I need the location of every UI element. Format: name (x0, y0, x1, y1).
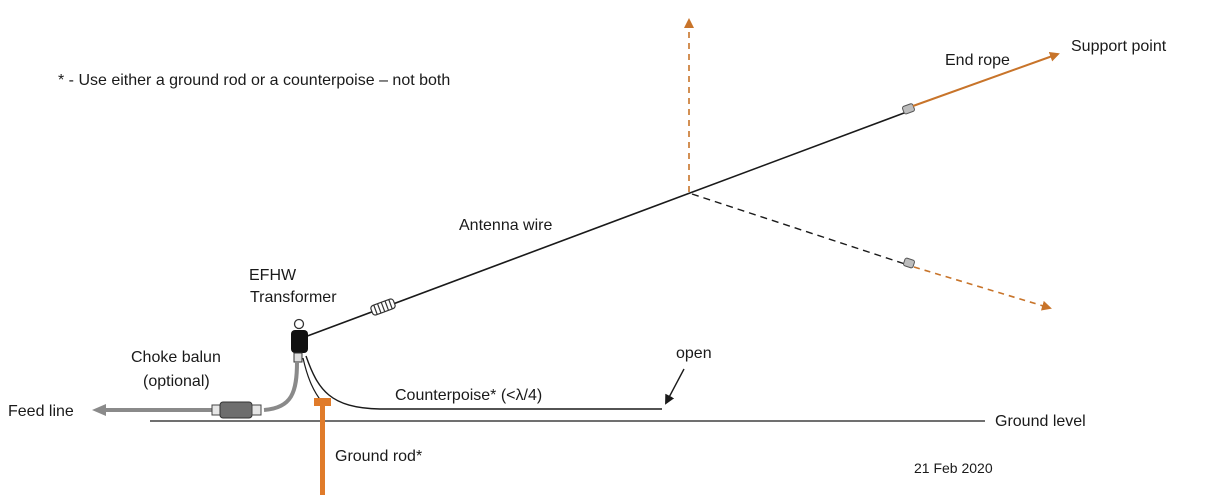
feed-line-coax (263, 361, 299, 412)
transformer-label-line2: Transformer (250, 289, 337, 306)
choke-balun-label-line1: Choke balun (131, 349, 221, 366)
antenna-wire (301, 112, 905, 339)
date-label: 21 Feb 2020 (914, 460, 993, 476)
ground-rod (320, 404, 325, 495)
support-point-label: Support point (1071, 38, 1167, 55)
end-insulator (901, 103, 915, 115)
end-rope-label: End rope (945, 52, 1010, 69)
choke-balun-icon (219, 401, 253, 419)
choke-connector-right (251, 404, 262, 416)
counterpoise-label: Counterpoise* (<λ/4) (395, 387, 542, 404)
open-label: open (676, 345, 712, 362)
alt-sloper-dashed-rope (913, 266, 1052, 311)
efhw-transformer-box (291, 330, 308, 353)
transformer-label-line1: EFHW (249, 267, 297, 284)
coil-icon (370, 298, 396, 316)
open-pointer-arrow (665, 368, 685, 405)
transformer-hook-icon (293, 318, 305, 330)
counterpoise-wire (305, 355, 662, 410)
choke-balun-label-line2: (optional) (143, 373, 210, 390)
antenna-wire-label: Antenna wire (459, 217, 552, 234)
end-rope (912, 51, 1060, 107)
ground-rod-lead (302, 357, 323, 403)
feed-line-label: Feed line (8, 403, 74, 420)
transformer-connector (293, 352, 303, 363)
ground-rod-clamp (314, 398, 331, 406)
ground-rod-label: Ground rod* (335, 448, 422, 465)
alt-insulator (903, 257, 915, 269)
alt-sloper-dashed-wire (691, 193, 906, 265)
note-text: * - Use either a ground rod or a counter… (58, 72, 450, 89)
ground-level-label: Ground level (995, 413, 1086, 430)
